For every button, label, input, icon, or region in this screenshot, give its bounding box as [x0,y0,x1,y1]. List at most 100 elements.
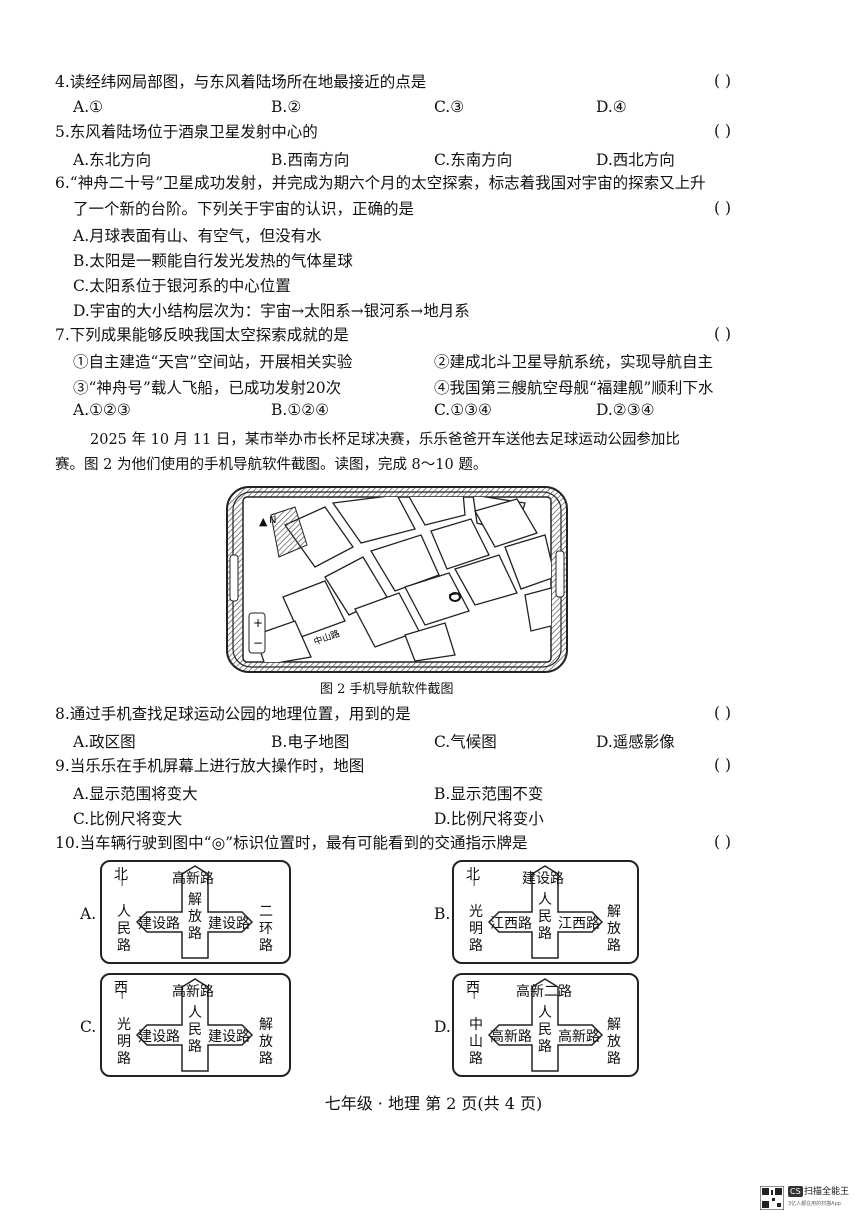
park-area [270,506,308,558]
q4-stem: 4.读经纬网局部图，与东风着陆场所在地最接近的点是 [55,73,427,91]
sign-c-west-arrow-icon: ↑ [118,991,127,1002]
q5-answer-paren: ( ) [713,122,731,140]
q7-item-2: ②建成北斗卫星导航系统，实现导航自主 [434,353,714,371]
phone-side-button-left [229,554,239,602]
sign-d-right-vertical-road: 解放路 [607,1017,621,1067]
q5-option-c: C.东南方向 [434,151,513,169]
scanner-app-tagline: 3亿人都在用的扫描App [788,1201,841,1207]
sign-d-label: D. [434,1018,451,1036]
q9-option-c: C.比例尺将变大 [73,810,183,828]
q7-option-d: D.②③④ [596,401,655,419]
sign-b-north-arrow-icon: ↑ [470,878,479,889]
page-footer: 七年级 · 地理 第 2 页(共 4 页) [324,1094,543,1113]
sign-c-left-vertical-road: 光明路 [117,1017,131,1067]
qr-code-icon [760,1186,784,1210]
q7-item-3: ③“神舟号”载人飞船，已成功发射20次 [73,379,342,397]
sign-b-arrows [487,865,604,959]
q8-option-a: A.政区图 [73,733,136,751]
q6-stem-line1: 6.“神舟二十号”卫星成功发射，并完成为期六个月的太空探索，标志着我国对宇宙的探… [55,174,706,192]
sign-a-top-road: 高新路 [172,871,214,887]
q7-stem: 7.下列成果能够反映我国太空探索成就的是 [55,326,349,344]
zoom-control [248,612,266,654]
sign-d-west-arrow-icon: ↑ [470,991,479,1002]
traffic-sign-a: ↑ 北 高新路 解放路 人民路 建设路 建设路 二环路 [100,860,291,964]
q8-option-d: D.遥感影像 [596,733,675,751]
sign-a-left-vertical-road: 人民路 [117,904,131,954]
sign-b-top-road: 建设路 [522,871,564,887]
q4-option-d: D.④ [596,98,627,116]
q4-option-b: B.② [271,98,302,116]
q9-option-d: D.比例尺将变小 [434,810,544,828]
q8-option-b: B.电子地图 [271,733,350,751]
sign-c-left-road: 建设路 [138,1029,180,1045]
sign-b-left-vertical-road: 光明路 [469,904,483,954]
q4-option-c: C.③ [434,98,465,116]
q9-stem: 9.当乐乐在手机屏幕上进行放大操作时，地图 [55,757,365,775]
sign-d-arrows [487,978,604,1072]
q9-option-a: A.显示范围将变大 [73,785,198,803]
q5-stem: 5.东风着陆场位于酒泉卫星发射中心的 [55,123,318,141]
north-label: N [269,515,276,526]
sign-a-right-vertical-road: 二环路 [259,904,273,954]
q9-option-b: B.显示范围不变 [434,785,544,803]
q6-option-d: D.宇宙的大小结构层次为：宇宙→太阳系→银河系→地月系 [73,302,470,320]
q7-option-b: B.①②④ [271,401,330,419]
location-marker-icon [448,592,461,602]
sign-c-direction: 西 [114,980,128,996]
phone-map-figure: ▲ N + − 中山路 [226,486,568,673]
traffic-sign-b: ↑ 北 建设路 人民路 光明路 江西路 江西路 解放路 [452,860,639,964]
sign-c-arrows [135,978,254,1072]
q4-option-a: A.① [73,98,104,116]
zoom-out-icon[interactable]: − [253,636,263,650]
zoom-in-icon[interactable]: + [253,616,263,630]
sign-d-left-vertical-road: 中山路 [469,1017,483,1067]
sign-a-center-road: 解放路 [188,892,202,942]
north-icon: ▲ [259,515,268,528]
q9-answer-paren: ( ) [713,756,731,774]
q8-stem: 8.通过手机查找足球运动公园的地理位置，用到的是 [55,705,411,723]
sign-a-direction: 北 [114,867,128,883]
sign-d-center-road: 人民路 [538,1005,552,1055]
q6-stem-line2: 了一个新的台阶。下列关于宇宙的认识，正确的是 [73,200,415,218]
phone-side-button-right [555,550,565,598]
sign-b-left-road: 江西路 [490,916,532,932]
sign-d-left-road: 高新路 [490,1029,532,1045]
scanner-app-name: 扫描全能王 [804,1187,850,1197]
sign-a-north-arrow-icon: ↑ [118,878,127,889]
cs-badge-icon: CS [788,1186,803,1197]
sign-c-right-vertical-road: 解放路 [259,1017,273,1067]
q5-option-b: B.西南方向 [271,151,350,169]
sign-b-label: B. [434,905,451,923]
sign-c-top-road: 高新路 [172,984,214,1000]
q5-option-d: D.西北方向 [596,151,675,169]
sign-c-label: C. [80,1018,97,1036]
q7-option-a: A.①②③ [73,401,131,419]
traffic-sign-c: ↑ 西 高新路 人民路 光明路 建设路 建设路 解放路 [100,973,291,1077]
sign-d-top-road: 高新二路 [516,984,572,1000]
q4-answer-paren: ( ) [713,72,731,90]
sign-d-right-road: 高新路 [558,1029,600,1045]
sign-a-arrows [135,865,254,959]
sign-a-left-road: 建设路 [138,916,180,932]
q7-item-4: ④我国第三艘航空母舰“福建舰”顺利下水 [434,379,714,397]
intro-line1: 2025 年 10 月 11 日，某市举办市长杯足球决赛，乐乐爸爸开车送他去足球… [90,432,680,448]
q5-option-a: A.东北方向 [73,151,152,169]
q10-stem: 10.当车辆行驶到图中“◎”标识位置时，最有可能看到的交通指示牌是 [55,834,528,852]
sign-c-right-road: 建设路 [208,1029,250,1045]
scanner-watermark: CS 扫描全能王 3亿人都在用的扫描App [760,1182,860,1222]
sign-a-label: A. [80,905,97,923]
q6-option-a: A.月球表面有山、有空气，但没有水 [73,227,322,245]
q6-answer-paren: ( ) [713,199,731,217]
sign-d-direction: 西 [466,980,480,996]
intro-line2: 赛。图 2 为他们使用的手机导航软件截图。读图，完成 8～10 题。 [55,457,488,473]
sign-b-center-road: 人民路 [538,892,552,942]
sign-b-right-road: 江西路 [558,916,600,932]
sign-b-direction: 北 [466,867,480,883]
q10-answer-paren: ( ) [713,833,731,851]
q6-option-b: B.太阳是一颗能自行发光发热的气体星球 [73,252,353,270]
q6-option-c: C.太阳系位于银河系的中心位置 [73,277,291,295]
q7-option-c: C.①③④ [434,401,492,419]
traffic-sign-d: ↑ 西 高新二路 人民路 中山路 高新路 高新路 解放路 [452,973,639,1077]
sign-a-right-road: 建设路 [208,916,250,932]
figure-caption: 图 2 手机导航软件截图 [320,682,454,697]
